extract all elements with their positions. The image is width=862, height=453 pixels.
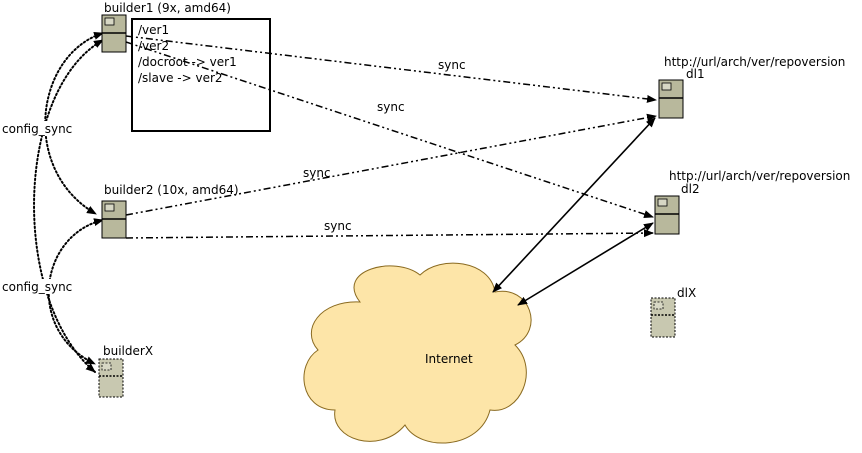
config-sync-label-1: config_sync: [2, 122, 72, 136]
internet-label: Internet: [425, 352, 473, 366]
directory-line-4: /slave -> ver2: [138, 71, 223, 85]
sync-edge-builder2-dl2: [125, 229, 654, 239]
sync-label-builder2-dl1: sync: [303, 166, 331, 180]
config-sync-builder1-builderX: [33, 39, 104, 373]
config-sync-builder1-builder2: [44, 31, 104, 215]
cloud-shape: [303, 262, 532, 444]
builderX-server[interactable]: [98, 358, 124, 398]
server-bay-icon: [653, 301, 664, 310]
dlX-server[interactable]: [650, 297, 676, 338]
internet-edge-dl1: [492, 117, 656, 293]
server-bay-icon: [657, 198, 668, 207]
directory-line-2: /ver2: [138, 39, 169, 53]
directory-box: /ver1 /ver2 /docroot -> ver1 /slave -> v…: [131, 18, 271, 132]
config-sync-label-bg-2: [2, 279, 74, 294]
directory-line-1: /ver1: [138, 23, 169, 37]
builder1-server[interactable]: [101, 14, 127, 53]
internet-cloud: Internet: [303, 262, 532, 444]
directory-box-frame: [131, 18, 271, 132]
builder1-label: builder1 (9x, amd64): [104, 1, 231, 15]
server-bay-icon: [104, 17, 115, 26]
dl2-url: http://url/arch/ver/repoversion: [669, 169, 850, 183]
config-sync-label-2: config_sync: [2, 280, 72, 294]
server-bay-icon: [661, 82, 672, 91]
config-sync-label-bg-1: [2, 121, 74, 136]
dl1-label: dl1: [686, 67, 705, 81]
dl1-server[interactable]: [658, 79, 684, 119]
dl1-url: http://url/arch/ver/repoversion: [664, 55, 845, 69]
sync-label-builder1-dl1: sync: [438, 58, 466, 72]
server-bay-icon: [104, 203, 115, 212]
dl2-server[interactable]: [654, 195, 680, 235]
sync-label-builder2-dl2: sync: [324, 219, 352, 233]
sync-edge-builder1-dl1: [125, 35, 657, 103]
builder2-server[interactable]: [101, 200, 127, 239]
builder2-label: builder2 (10x, amd64): [104, 183, 239, 197]
server-bay-icon: [101, 362, 112, 371]
builderX-label: builderX: [103, 344, 153, 358]
sync-label-builder1-dl2: sync: [377, 100, 405, 114]
internet-edges: [492, 117, 656, 306]
config-sync-edges: config_sync config_sync: [2, 31, 104, 373]
dlX-label: dlX: [677, 286, 696, 300]
internet-edge-dl2: [517, 222, 654, 306]
dl2-label: dl2: [681, 182, 700, 196]
